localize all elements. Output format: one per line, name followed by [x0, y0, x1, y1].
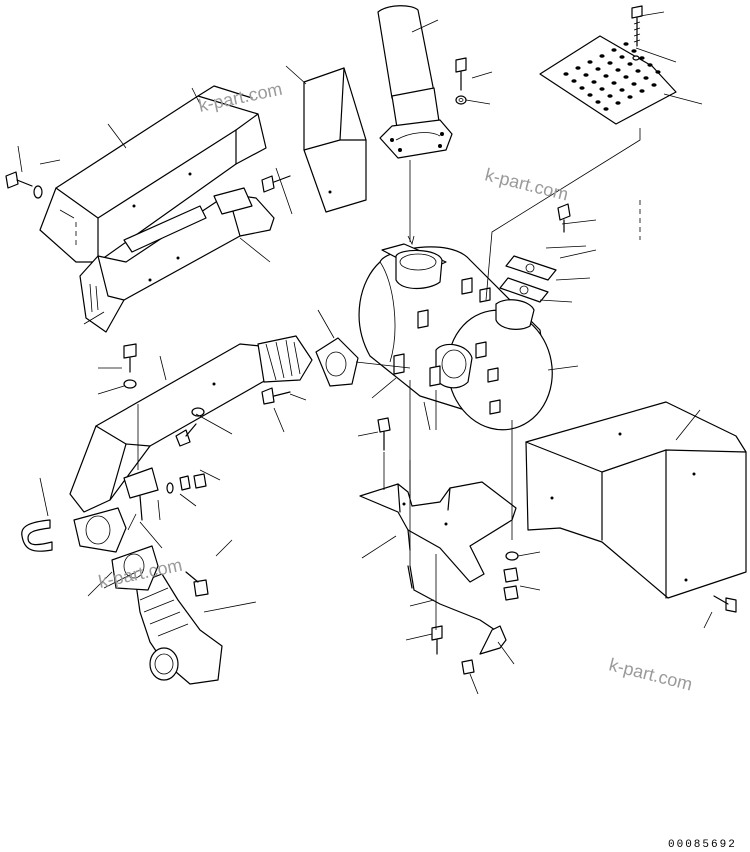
plate-hole [639, 56, 645, 60]
assembly-lines [75, 128, 641, 630]
bolt-mid-center[interactable] [261, 387, 291, 405]
flange-gasket[interactable] [315, 337, 359, 387]
gasket-lower[interactable] [499, 277, 549, 303]
side-cover-box[interactable] [525, 401, 747, 599]
plate-hole [635, 69, 641, 73]
plate-hole [587, 93, 593, 97]
plate-hole [623, 42, 629, 46]
plate-hole [627, 62, 633, 66]
plate-hole [607, 94, 613, 98]
plate-hole [611, 48, 617, 52]
stack-cover[interactable] [303, 67, 367, 213]
upper-duct[interactable] [39, 85, 267, 263]
plate-hole [563, 72, 569, 76]
plate-hole [571, 79, 577, 83]
plate-hole [603, 107, 609, 111]
plate-hole [575, 66, 581, 70]
plate-hole [623, 75, 629, 79]
drawing-number: 00085692 [668, 839, 737, 851]
gasket-upper[interactable] [505, 255, 557, 281]
nut-bottom[interactable] [461, 659, 475, 675]
bolt-duct[interactable] [261, 175, 291, 193]
intake-pipe[interactable] [69, 335, 313, 513]
pipe-flange[interactable] [73, 507, 127, 553]
plate-hole [603, 74, 609, 78]
bolt-mid-left[interactable] [123, 343, 137, 373]
plate-hole [655, 70, 661, 74]
heat-shield-plate[interactable] [539, 35, 677, 125]
bolt-rod[interactable] [431, 625, 443, 655]
hose-flange[interactable] [111, 545, 159, 591]
bolt-hose[interactable] [185, 571, 209, 597]
bolt-right[interactable] [557, 203, 571, 233]
leader-lines [17, 11, 713, 695]
plate-hole [619, 88, 625, 92]
bracket-small[interactable] [123, 467, 159, 521]
plate-hole [611, 81, 617, 85]
plate-hole [607, 61, 613, 65]
lower-duct[interactable] [79, 187, 275, 333]
plate-hole [615, 68, 621, 72]
u-clamp[interactable] [21, 519, 53, 552]
plate-hole [619, 55, 625, 59]
washer-mid[interactable] [123, 379, 205, 417]
bolt-bracket[interactable] [377, 417, 391, 451]
plate-hole [631, 82, 637, 86]
muffler-bracket[interactable] [359, 481, 517, 583]
plate-hole [643, 76, 649, 80]
plate-hole [639, 89, 645, 93]
plate-hole [595, 67, 601, 71]
plate-hole [583, 73, 589, 77]
plate-hole [579, 86, 585, 90]
bolt-top-center[interactable] [455, 57, 467, 105]
bolt-pipe[interactable] [175, 423, 197, 447]
plate-hole [615, 101, 621, 105]
plate-hole [627, 95, 633, 99]
plate-hole [651, 83, 657, 87]
muffler[interactable] [358, 243, 562, 438]
bolt-left[interactable] [5, 171, 43, 199]
watermark-4: k-part.com [607, 654, 694, 694]
plate-hole [595, 100, 601, 104]
washer-nut-right[interactable] [503, 551, 519, 601]
flex-hose[interactable] [135, 573, 223, 685]
plate-hole [647, 63, 653, 67]
plate-hole [587, 60, 593, 64]
bolt-box[interactable] [713, 595, 737, 613]
plate-hole [599, 54, 605, 58]
exhaust-stack[interactable] [377, 5, 453, 159]
plate-hole [631, 49, 637, 53]
watermark-2: k-part.com [483, 164, 570, 204]
nut-pair[interactable] [166, 473, 207, 494]
plate-hole [599, 87, 605, 91]
rod-linkage[interactable] [407, 565, 507, 655]
plate-hole [591, 80, 597, 84]
